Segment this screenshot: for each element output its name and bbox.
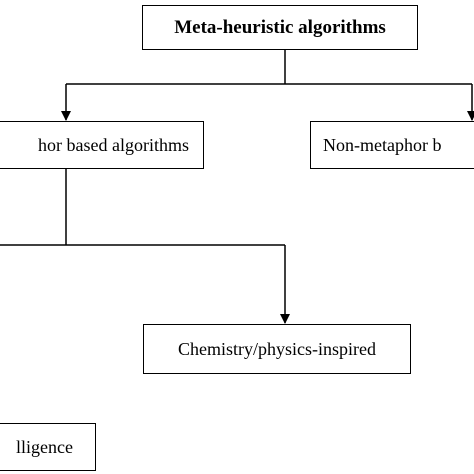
non-metaphor-node-label: Non-metaphor b	[323, 134, 442, 155]
swarm-node-box: lligence	[0, 423, 96, 471]
chemistry-node-label: Chemistry/physics-inspired	[178, 338, 376, 359]
root-node-label: Meta-heuristic algorithms	[174, 16, 386, 38]
metaphor-node-label: hor based algorithms	[38, 134, 189, 155]
chemistry-node-box: Chemistry/physics-inspired	[143, 324, 411, 374]
swarm-node-label: lligence	[16, 436, 73, 457]
non-metaphor-node-box: Non-metaphor b	[310, 121, 474, 169]
metaphor-node-box: hor based algorithms	[0, 121, 204, 169]
root-node-box: Meta-heuristic algorithms	[142, 5, 418, 50]
